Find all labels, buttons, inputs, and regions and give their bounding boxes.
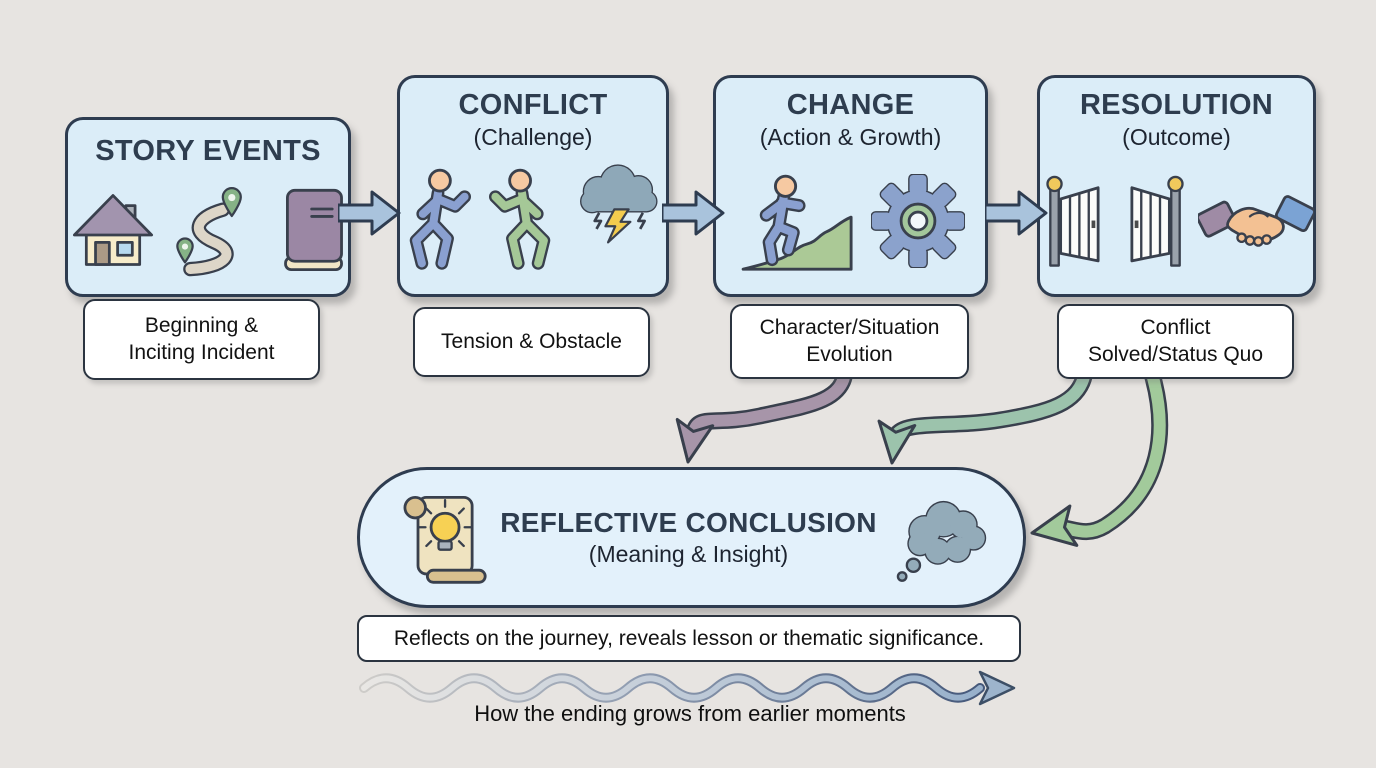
conclusion-title: REFLECTIVE CONCLUSION <box>500 507 877 538</box>
walking-person-green-icon <box>484 165 560 282</box>
conclusion-description-box: Reflects on the journey, reveals lesson … <box>357 615 1021 662</box>
scroll-lightbulb-icon <box>390 484 488 592</box>
caption-line: Inciting Incident <box>128 340 275 364</box>
caption-line: Tension & Obstacle <box>441 329 622 353</box>
curved-arrow-green-long <box>1030 371 1169 547</box>
climbing-person-icon <box>737 167 863 280</box>
stage-subtitle: (Action & Growth) <box>759 123 942 150</box>
conclusion-subtitle: (Meaning & Insight) <box>588 541 789 567</box>
winding-path-icon <box>167 182 257 282</box>
walking-person-blue-icon <box>400 165 476 282</box>
stage-icons <box>1040 152 1316 294</box>
connector-arrow-2 <box>662 190 725 236</box>
house-icon <box>67 182 159 282</box>
wavy-timeline-arrow <box>359 670 1016 706</box>
caption-conflict: Tension & Obstacle <box>413 307 650 377</box>
stage-icons <box>67 170 349 294</box>
reflective-conclusion-panel: REFLECTIVE CONCLUSION (Meaning & Insight… <box>357 467 1026 608</box>
stage-conflict: CONFLICT (Challenge) <box>397 75 669 297</box>
stage-title: STORY EVENTS <box>95 135 321 167</box>
stage-title: CHANGE <box>786 89 915 121</box>
thought-bubble-icon <box>889 490 997 586</box>
stage-story-events: STORY EVENTS <box>65 117 351 297</box>
caption-resolution: Conflict Solved/Status Quo <box>1057 304 1294 379</box>
stage-subtitle: (Outcome) <box>1122 123 1231 150</box>
handshake-icon <box>1195 178 1316 269</box>
stage-icons <box>737 152 965 294</box>
book-icon <box>265 182 349 282</box>
caption-story-events: Beginning & Inciting Incident <box>83 299 320 380</box>
storm-cloud-icon <box>568 158 666 255</box>
caption-line: Solved/Status Quo <box>1087 342 1264 366</box>
stage-icons <box>400 152 666 294</box>
caption-line: Character/Situation <box>759 315 940 339</box>
conclusion-text: REFLECTIVE CONCLUSION (Meaning & Insight… <box>488 507 889 568</box>
gear-icon <box>870 173 965 273</box>
connector-arrow-1 <box>338 190 401 236</box>
stage-subtitle: (Challenge) <box>473 123 593 150</box>
stage-resolution: RESOLUTION (Outcome) <box>1037 75 1316 297</box>
caption-line: Beginning & <box>144 313 259 337</box>
caption-line: Evolution <box>806 342 893 366</box>
stage-title: CONFLICT <box>458 89 608 121</box>
convergence-arrows <box>675 370 1169 547</box>
curved-arrow-purple <box>675 370 854 464</box>
footer-caption: How the ending grows from earlier moment… <box>474 701 906 726</box>
conclusion-description: Reflects on the journey, reveals lesson … <box>393 626 985 650</box>
stage-title: RESOLUTION <box>1079 89 1274 121</box>
curved-arrow-green-short <box>877 370 1094 465</box>
caption-line: Conflict <box>1140 315 1211 339</box>
stage-change: CHANGE (Action & Growth) <box>713 75 988 297</box>
open-gates-icon <box>1040 171 1190 276</box>
caption-change: Character/Situation Evolution <box>730 304 969 379</box>
connector-arrow-3 <box>985 190 1048 236</box>
